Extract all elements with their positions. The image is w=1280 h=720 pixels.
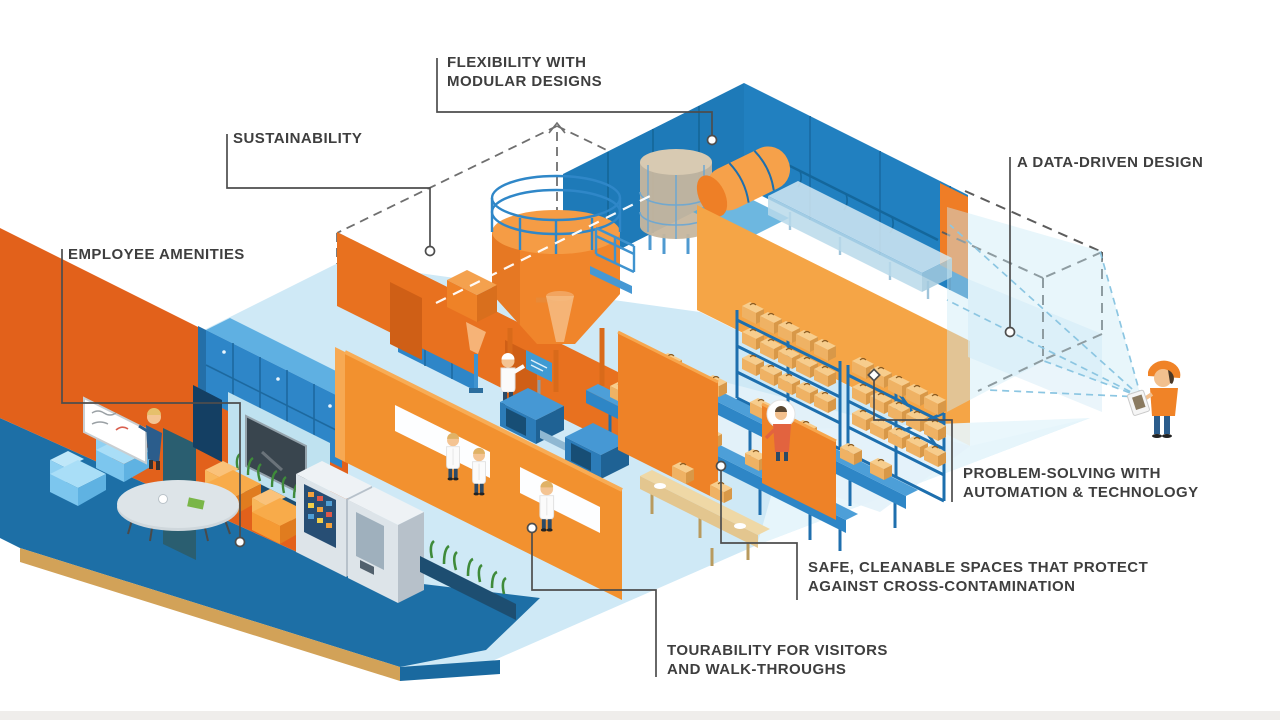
callout-flexibility: FLEXIBILITY WITH MODULAR DESIGNS <box>447 53 602 91</box>
callout-label: PROBLEM-SOLVING WITH <box>963 465 1161 482</box>
ghost-extension-right <box>941 190 1103 392</box>
whiteboard <box>83 396 147 465</box>
callout-label: SUSTAINABILITY <box>233 130 363 147</box>
data-view-cone <box>946 207 1142 412</box>
callout-problem-solving: PROBLEM-SOLVING WITH AUTOMATION & TECHNO… <box>963 464 1199 502</box>
callout-label: A DATA-DRIVEN DESIGN <box>1017 154 1204 171</box>
presenter-person <box>138 408 162 470</box>
connector-employee-amenities <box>61 249 241 537</box>
viewing-window <box>395 405 490 478</box>
callout-label: AGAINST CROSS-CONTAMINATION <box>808 578 1076 595</box>
connector-sustainability <box>226 134 431 246</box>
callout-label: FLEXIBILITY WITH <box>447 54 587 71</box>
connector-tourability <box>531 533 657 677</box>
roof-equipment <box>639 146 952 299</box>
plants <box>420 539 516 620</box>
callout-label: TOURABILITY FOR VISITORS <box>667 642 888 659</box>
floor-edge-tan <box>20 548 400 681</box>
qc-table <box>640 461 770 566</box>
ghost-wall-right <box>968 279 1102 412</box>
bottom-strip <box>0 711 1280 720</box>
callout-label: SAFE, CLEANABLE SPACES THAT PROTECT <box>808 559 1149 576</box>
overhead-pipe <box>761 150 939 242</box>
callout-tourability: TOURABILITY FOR VISITORS AND WALK-THROUG… <box>667 641 888 679</box>
callout-connectors <box>61 58 1016 677</box>
callout-label: EMPLOYEE AMENITIES <box>68 246 245 263</box>
coffee-table <box>117 480 239 542</box>
callout-label: AND WALK-THROUGHS <box>667 661 847 678</box>
tablet-person <box>1127 360 1181 438</box>
ghost-dash-white <box>435 192 657 304</box>
callout-data-driven: A DATA-DRIVEN DESIGN <box>1017 153 1203 172</box>
cyclone-separator <box>536 291 574 342</box>
connector-safe-cleanable <box>720 471 798 600</box>
floor-edge-blue <box>400 660 500 681</box>
callout-label: MODULAR DESIGNS <box>447 73 603 90</box>
ghost-apex-arrow-icon <box>548 121 566 134</box>
connector-problem-solving <box>873 380 953 502</box>
warehouse-front-wall <box>618 332 718 500</box>
qc-person <box>764 399 796 461</box>
cylinder-tank <box>693 146 791 239</box>
access-platform <box>590 226 636 294</box>
tablet-icon <box>1127 389 1150 416</box>
vending-machines <box>296 461 424 603</box>
callout-sustainability: SUSTAINABILITY <box>233 129 362 148</box>
feed-hopper <box>447 270 497 393</box>
processing-back-wall <box>337 232 630 452</box>
lounge-floor <box>0 418 540 667</box>
callout-label: AUTOMATION & TECHNOLOGY <box>963 484 1199 501</box>
connector-flexibility <box>436 58 713 135</box>
duct-unit <box>768 181 952 299</box>
warehouse-area <box>500 301 970 566</box>
callout-employee-amenities: EMPLOYEE AMENITIES <box>68 245 245 264</box>
callout-safe-cleanable: SAFE, CLEANABLE SPACES THAT PROTECT AGAI… <box>808 558 1148 596</box>
door <box>193 385 222 462</box>
door <box>390 282 422 360</box>
viewing-window <box>520 467 600 533</box>
